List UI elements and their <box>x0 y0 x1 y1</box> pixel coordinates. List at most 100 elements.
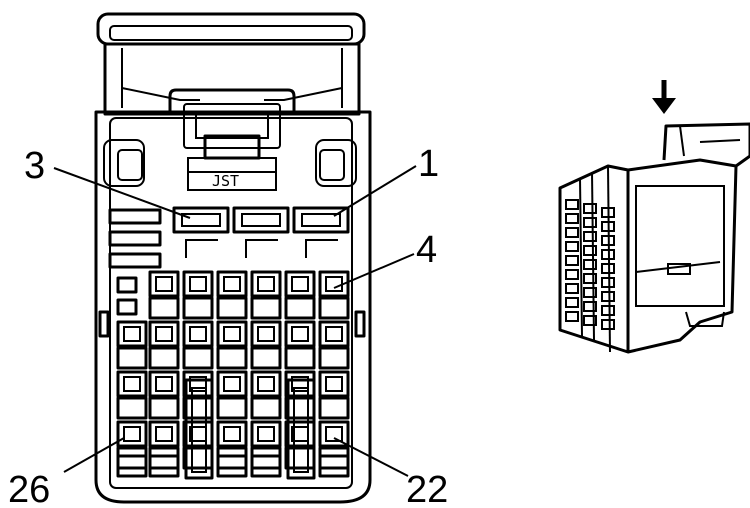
pin-cavity <box>148 420 180 448</box>
brand-marking: JST <box>212 172 239 190</box>
pin-terminal <box>325 276 343 292</box>
pin-cavity-lower <box>250 296 282 320</box>
pin-cavity <box>182 420 214 448</box>
pin-cavity <box>148 320 180 348</box>
iso-pin-cavity <box>583 217 597 228</box>
pin-cavity-lower <box>182 346 214 370</box>
top-latch <box>96 12 366 116</box>
connector-3d-view <box>558 80 750 354</box>
pin-terminal <box>155 326 173 342</box>
pin-cavity <box>284 420 316 448</box>
pin-cavity-lower <box>216 346 248 370</box>
iso-pin-cavity <box>601 221 615 232</box>
iso-pin-cavity <box>601 263 615 274</box>
iso-pin-cavity <box>583 259 597 270</box>
pin-cavity <box>250 320 282 348</box>
pin-terminal <box>291 376 309 392</box>
pin-cavity-lower <box>318 454 350 478</box>
pin-cavity <box>250 420 282 448</box>
pin-cavity-lower <box>284 396 316 420</box>
iso-pin-cavity <box>601 319 615 330</box>
iso-pin-cavity <box>583 245 597 256</box>
pin-cavity <box>318 370 350 398</box>
pin-cavity-lower <box>216 396 248 420</box>
down-arrow-icon <box>652 80 676 114</box>
pin-cavity-lower <box>284 446 316 470</box>
pin-cavity <box>216 270 248 298</box>
pin-terminal <box>155 426 173 442</box>
pin-cavity-lower <box>318 296 350 320</box>
pin-terminal <box>223 376 241 392</box>
pin-cavity <box>116 420 148 448</box>
pin-cavity <box>182 320 214 348</box>
side-slots <box>108 208 162 316</box>
iso-pin-cavity <box>583 287 597 298</box>
pin-terminal <box>223 326 241 342</box>
leader-line-pin-26 <box>63 437 125 473</box>
label-pin-1: 1 <box>418 143 439 185</box>
pin-cavity-lower <box>250 396 282 420</box>
pin-terminal <box>123 376 141 392</box>
pin-cavity-lower <box>116 346 148 370</box>
pin-cavity <box>216 370 248 398</box>
lock-mechanism: JST <box>168 88 296 191</box>
pin-terminal <box>223 276 241 292</box>
pin-terminal <box>257 426 275 442</box>
pin-cavity <box>318 320 350 348</box>
pin-terminal <box>291 276 309 292</box>
label-pin-26: 26 <box>8 469 50 508</box>
pin-terminal <box>123 426 141 442</box>
label-pin-22: 22 <box>406 469 448 508</box>
leader-line-pin-22 <box>333 437 409 477</box>
pin-cavity-lower <box>148 296 180 320</box>
pin-cavity-lower <box>216 296 248 320</box>
pin-terminal <box>189 326 207 342</box>
pin-cavity <box>284 320 316 348</box>
iso-pin-cavity <box>601 207 615 218</box>
pin-terminal <box>223 426 241 442</box>
pin-cavity-lower <box>116 446 148 470</box>
pin-cavity-lower <box>250 446 282 470</box>
iso-pin-cavity <box>583 273 597 284</box>
key-slots <box>184 378 316 480</box>
pin-cavity-lower <box>250 346 282 370</box>
pin-cavity <box>216 320 248 348</box>
iso-pin-cavity <box>565 199 579 210</box>
pin-callouts: 3 1 4 26 22 <box>8 143 448 508</box>
iso-pin-cavity <box>565 213 579 224</box>
pin-cavity-lower <box>216 454 248 478</box>
pin-cavity-lower <box>116 454 148 478</box>
iso-pin-cavity <box>565 283 579 294</box>
iso-pin-cavity <box>601 249 615 260</box>
pin-cavity-lower <box>148 454 180 478</box>
leader-line-pin-3 <box>53 167 191 219</box>
iso-pin-cavity <box>601 305 615 316</box>
pin-cavity <box>148 370 180 398</box>
pin-terminal <box>325 376 343 392</box>
iso-pin-cavity <box>583 315 597 326</box>
iso-pin-cavity <box>601 291 615 302</box>
iso-pin-cavity <box>583 301 597 312</box>
iso-pin-cavity <box>601 277 615 288</box>
pin-cavity-lower <box>182 446 214 470</box>
pin-terminal <box>155 376 173 392</box>
pin-cavity-lower <box>318 396 350 420</box>
iso-pin-cavity <box>565 269 579 280</box>
pin-terminal <box>325 326 343 342</box>
pin-cavity-lower <box>148 446 180 470</box>
pin-cavity-lower <box>148 346 180 370</box>
pin-cavity-lower <box>250 454 282 478</box>
iso-pin-cavity <box>565 227 579 238</box>
pin-terminal <box>325 426 343 442</box>
iso-pin-cavity <box>565 297 579 308</box>
pin-cavity <box>182 370 214 398</box>
pin-cavity <box>116 370 148 398</box>
pin-terminal <box>189 376 207 392</box>
pin-cavity <box>182 270 214 298</box>
connector-body <box>94 110 372 504</box>
pin-cavity <box>148 270 180 298</box>
pin-cavity-lower <box>148 396 180 420</box>
pin-terminal <box>291 326 309 342</box>
